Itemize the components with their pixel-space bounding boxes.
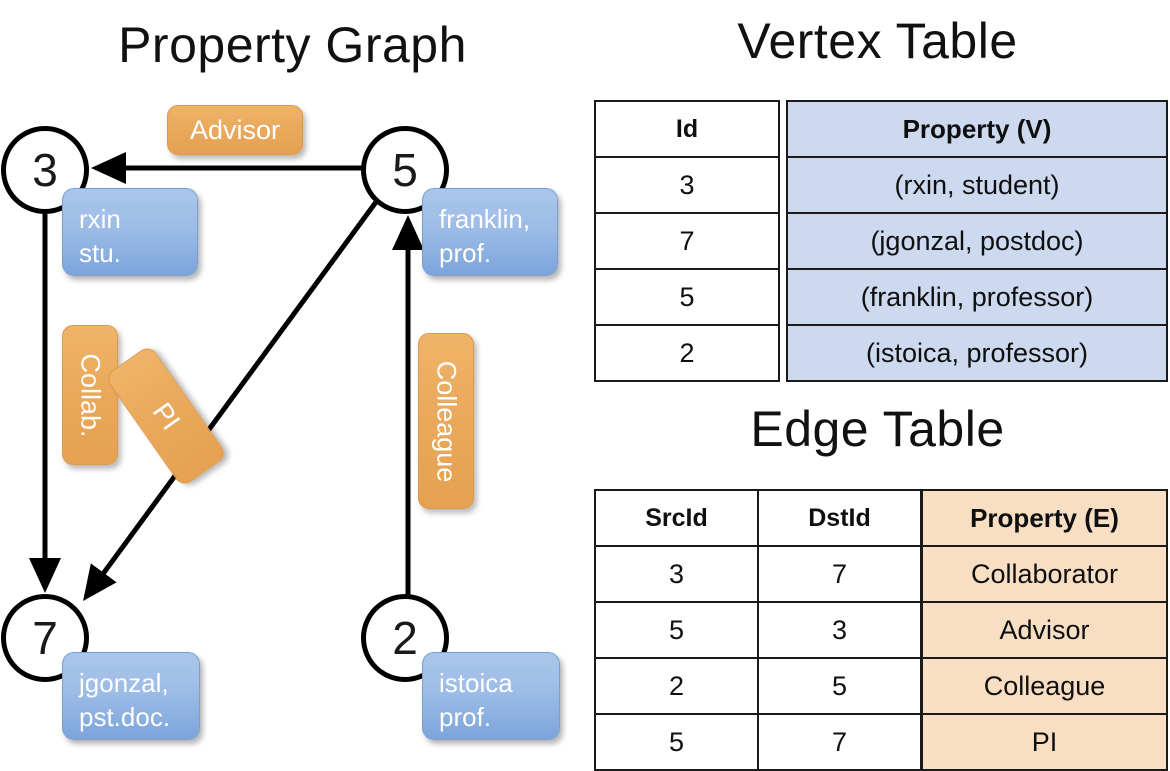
vertex-row-1-property: (jgonzal, postdoc) xyxy=(786,212,1168,270)
table-row[interactable]: PI xyxy=(921,713,1168,771)
node-property-box-5[interactable]: franklin, prof. xyxy=(422,188,558,276)
edge-row-1-srcid: 5 xyxy=(594,601,759,659)
table-row[interactable]: 5 7 xyxy=(594,713,922,771)
edge-row-3-srcid: 5 xyxy=(594,713,759,771)
vertex-row-2-property: (franklin, professor) xyxy=(786,268,1168,326)
table-row[interactable]: 5 xyxy=(594,268,780,326)
table-row[interactable]: (istoica, professor) xyxy=(786,324,1168,382)
graph-node-2-id: 2 xyxy=(392,612,418,664)
vertex-table-header-property: Property (V) xyxy=(786,100,1168,158)
edge-row-3-property: PI xyxy=(921,713,1168,771)
vertex-row-2-id: 5 xyxy=(594,268,780,326)
table-row[interactable]: (franklin, professor) xyxy=(786,268,1168,326)
vertex-table-property-column: Property (V) (rxin, student) (jgonzal, p… xyxy=(786,100,1168,382)
table-row[interactable]: Colleague xyxy=(921,657,1168,715)
node-property-3-line2: stu. xyxy=(79,237,121,268)
node-property-2-line2: prof. xyxy=(439,701,492,732)
node-property-7-line1: jgonzal, xyxy=(79,668,169,698)
table-row[interactable]: Advisor xyxy=(921,601,1168,659)
edge-row-0-srcid: 3 xyxy=(594,545,759,603)
edge-label-collab[interactable]: Collab. xyxy=(62,325,118,465)
edge-label-pi-text: PI xyxy=(146,396,187,435)
edge-row-1-dstid: 3 xyxy=(757,601,922,659)
table-row[interactable]: 3 xyxy=(594,156,780,214)
vertex-row-3-id: 2 xyxy=(594,324,780,382)
edge-label-collab-text: Collab. xyxy=(75,352,106,438)
vertex-row-3-property: (istoica, professor) xyxy=(786,324,1168,382)
graph-node-7-id: 7 xyxy=(32,612,58,664)
edge-row-0-property: Collaborator xyxy=(921,545,1168,603)
vertex-row-0-id: 3 xyxy=(594,156,780,214)
edge-table-header-srcid: SrcId xyxy=(594,489,759,547)
edge-label-colleague[interactable]: Colleague xyxy=(418,333,474,509)
graph-node-3-id: 3 xyxy=(32,144,58,196)
edge-table-property-column: Property (E) Collaborator Advisor Collea… xyxy=(921,489,1168,771)
graph-node-5[interactable]: 5 xyxy=(361,126,449,214)
edge-table-header-dstid: DstId xyxy=(757,489,922,547)
vertex-table-id-column: Id 3 7 5 2 xyxy=(594,100,780,382)
edge-label-advisor-text: Advisor xyxy=(189,114,281,145)
graph-node-5-id: 5 xyxy=(392,144,418,196)
node-property-3-line1: rxin xyxy=(79,204,121,234)
edge-label-colleague-text: Colleague xyxy=(431,360,462,482)
page-title-vertex-table: Vertex Table xyxy=(737,13,1018,69)
table-header-row: Id xyxy=(594,100,780,158)
table-row[interactable]: (jgonzal, postdoc) xyxy=(786,212,1168,270)
table-row[interactable]: 7 xyxy=(594,212,780,270)
edge-table-header-property: Property (E) xyxy=(921,489,1168,547)
edge-arrow-5-to-7 xyxy=(83,200,379,602)
edge-row-2-property: Colleague xyxy=(921,657,1168,715)
edge-row-2-srcid: 2 xyxy=(594,657,759,715)
node-property-5-line1: franklin, xyxy=(439,204,531,234)
table-row[interactable]: 2 5 xyxy=(594,657,922,715)
edge-row-1-property: Advisor xyxy=(921,601,1168,659)
table-row[interactable]: 3 7 xyxy=(594,545,922,603)
edge-row-2-dstid: 5 xyxy=(757,657,922,715)
node-property-box-7[interactable]: jgonzal, pst.doc. xyxy=(62,652,200,740)
vertex-table-header-id: Id xyxy=(594,100,780,158)
page-title-edge-table: Edge Table xyxy=(750,401,1005,457)
table-header-row: Property (E) xyxy=(921,489,1168,547)
edge-row-0-dstid: 7 xyxy=(757,545,922,603)
node-property-box-2[interactable]: istoica prof. xyxy=(422,652,560,740)
edge-table-key-columns: SrcId DstId 3 7 5 3 2 5 5 7 xyxy=(594,489,922,771)
graph-node-2[interactable]: 2 xyxy=(361,594,449,682)
property-graph-diagram: 3 5 7 2 rxin stu. franklin, prof. jgonza… xyxy=(0,0,585,760)
page-title-property-graph: Property Graph xyxy=(118,17,467,73)
vertex-row-1-id: 7 xyxy=(594,212,780,270)
node-property-7-line2: pst.doc. xyxy=(79,701,171,732)
edge-label-advisor[interactable]: Advisor xyxy=(167,105,303,155)
node-property-2-line1: istoica xyxy=(439,668,513,698)
table-row[interactable]: 2 xyxy=(594,324,780,382)
table-row[interactable]: Collaborator xyxy=(921,545,1168,603)
node-property-5-line2: prof. xyxy=(439,237,492,268)
table-header-row: Property (V) xyxy=(786,100,1168,158)
table-row[interactable]: 5 3 xyxy=(594,601,922,659)
node-property-box-3[interactable]: rxin stu. xyxy=(62,188,198,276)
table-row[interactable]: (rxin, student) xyxy=(786,156,1168,214)
edge-row-3-dstid: 7 xyxy=(757,713,922,771)
table-header-row: SrcId DstId xyxy=(594,489,922,547)
vertex-row-0-property: (rxin, student) xyxy=(786,156,1168,214)
graph-edge-arrows xyxy=(29,152,424,602)
